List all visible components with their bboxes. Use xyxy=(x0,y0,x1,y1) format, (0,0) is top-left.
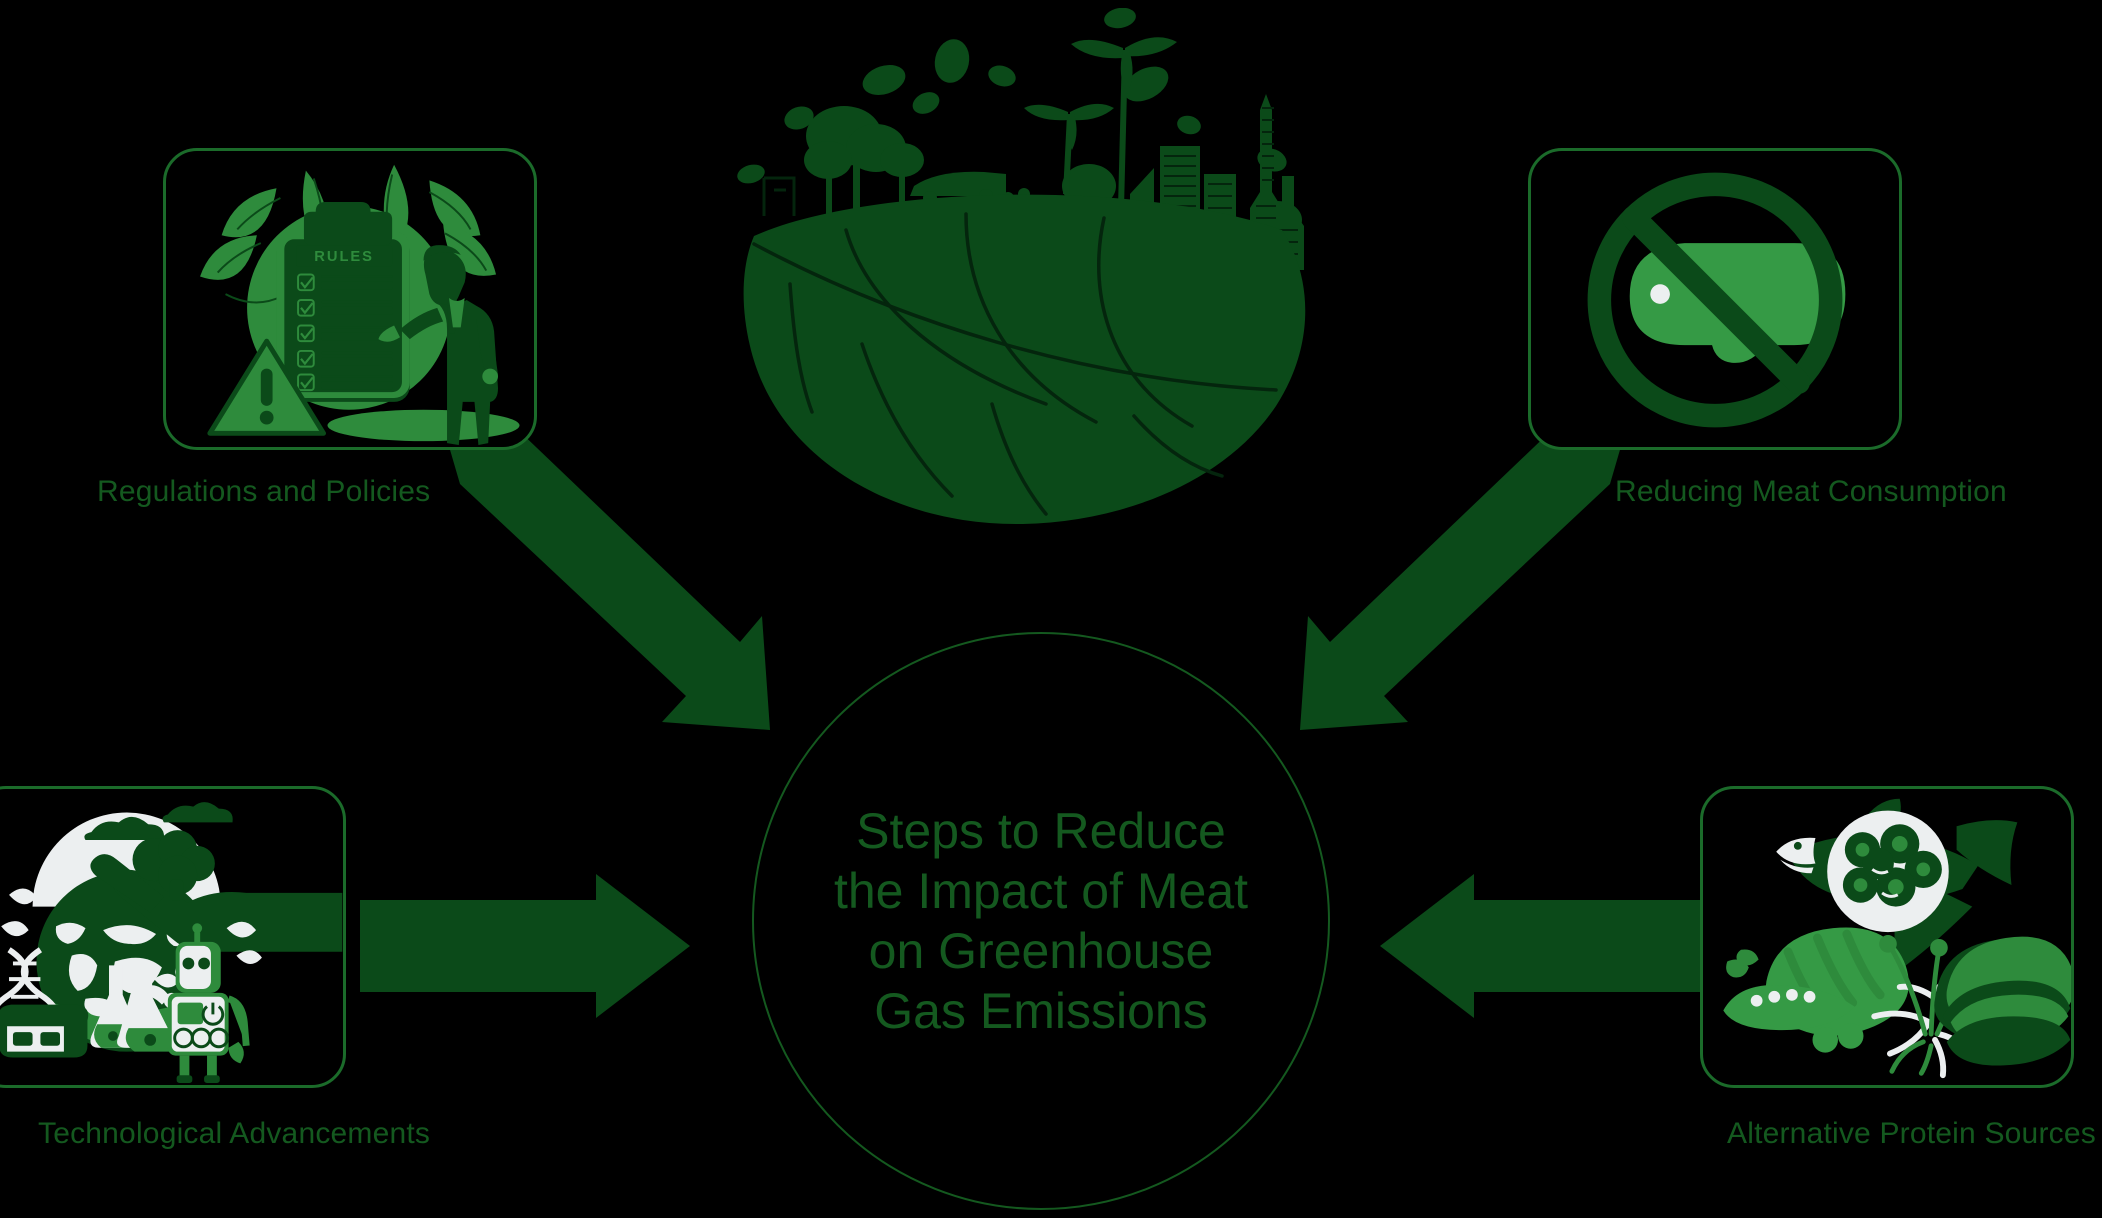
label-reducing-meat: Reducing Meat Consumption xyxy=(1615,475,2007,508)
node-card-alternative-protein[interactable] xyxy=(1700,786,2074,1088)
arrow-from-technology xyxy=(360,866,690,1026)
label-regulations: Regulations and Policies xyxy=(97,475,431,508)
node-card-regulations[interactable]: RULES xyxy=(163,148,537,450)
hub-title: Steps to Reduce the Impact of Meat on Gr… xyxy=(752,632,1330,1210)
no-meat-icon xyxy=(1587,172,1846,428)
alternative-protein-icon xyxy=(1723,798,2071,1079)
hub-title-line-4: Gas Emissions xyxy=(874,983,1208,1039)
arrow-from-reducing-meat xyxy=(1290,426,1630,750)
label-alternative-protein: Alternative Protein Sources xyxy=(1727,1117,2096,1150)
clipboard-rules-icon: RULES xyxy=(200,164,520,446)
hub-title-line-2: the Impact of Meat xyxy=(833,863,1249,919)
technology-icon xyxy=(0,802,343,1084)
hub-title-line-3: on Greenhouse xyxy=(868,923,1214,979)
arrow-from-regulations xyxy=(440,426,780,750)
node-card-reducing-meat[interactable] xyxy=(1528,148,1902,450)
leaf-globe-illustration xyxy=(716,8,1336,528)
arrow-from-alt-protein xyxy=(1380,866,1710,1026)
node-card-technology[interactable] xyxy=(0,786,346,1088)
hub-circle xyxy=(752,632,1330,1210)
svg-text:RULES: RULES xyxy=(314,249,374,265)
hub-title-line-1: Steps to Reduce xyxy=(856,803,1226,859)
label-technology: Technological Advancements xyxy=(38,1117,431,1150)
